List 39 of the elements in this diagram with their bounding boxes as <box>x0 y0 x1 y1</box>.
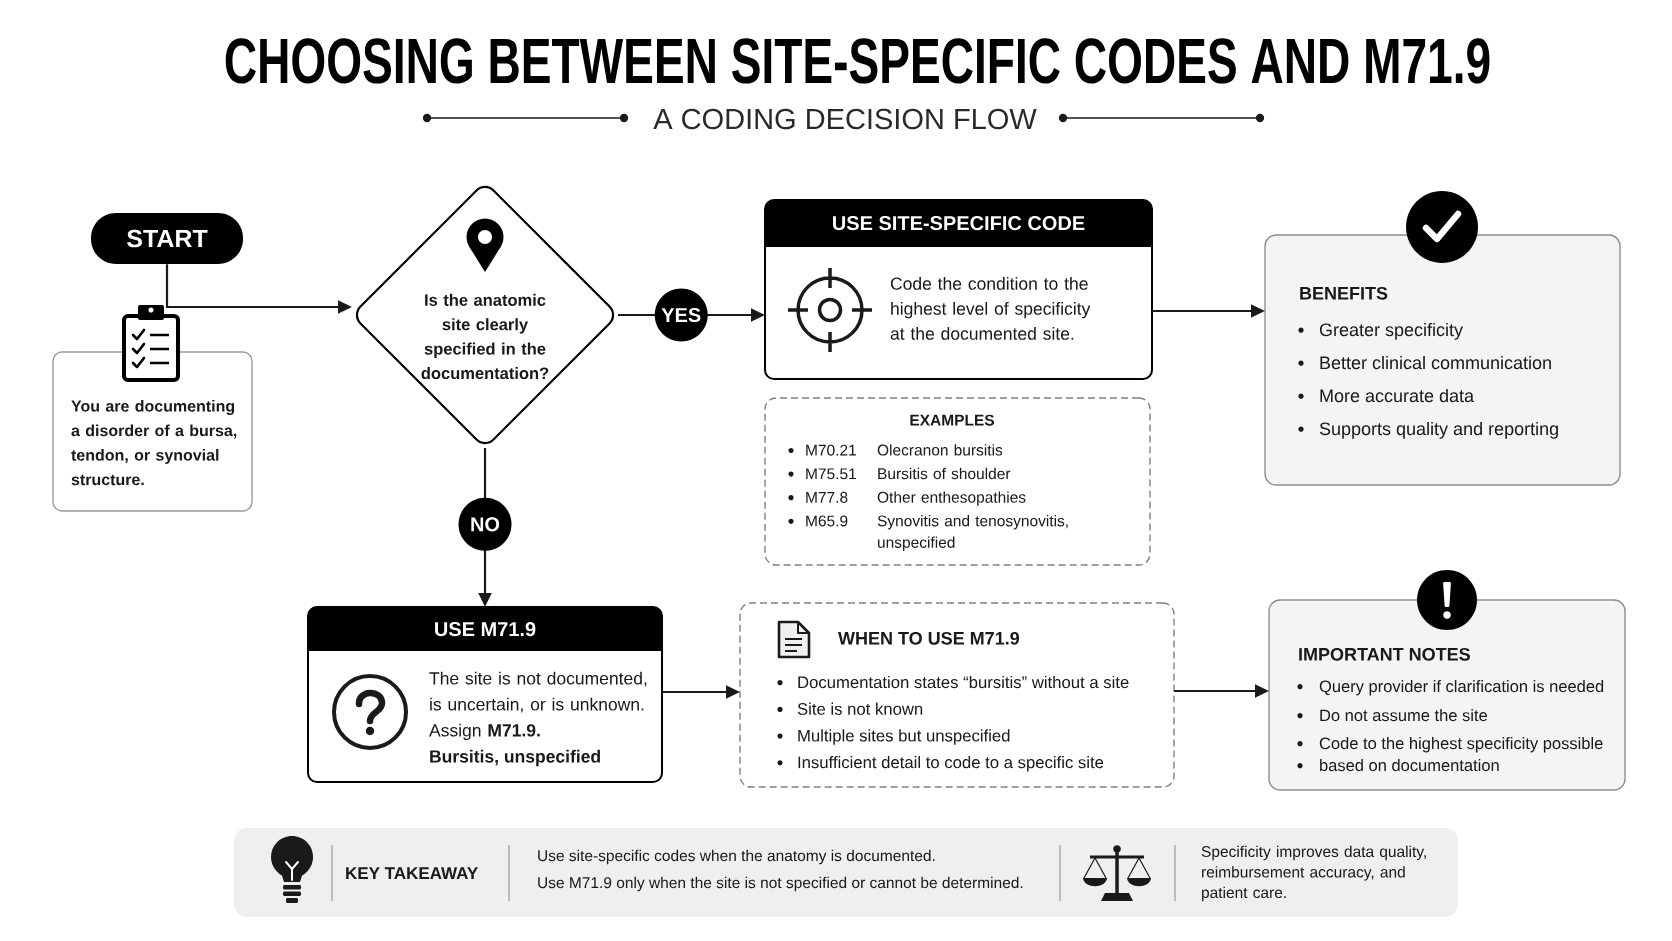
code-text: M70.21 <box>806 444 856 456</box>
list-item: More accurate data <box>1320 388 1475 403</box>
list-item: Supports quality and reporting <box>1319 421 1558 439</box>
box-heading: KEY TAKEAWAY <box>346 867 478 879</box>
body-text: Bursitis, unspecified <box>430 749 600 767</box>
code-text: M65.9 <box>806 515 848 527</box>
header-band: USE M71.9 <box>308 607 662 651</box>
body-text: Use site-specific codes when the anatomy is documented. <box>538 849 935 865</box>
box-heading: EXAMPLES <box>910 414 995 426</box>
list-item: Better clinical communication <box>1320 355 1551 370</box>
description-text: Olecranon bursitis <box>877 444 1003 456</box>
list-item: Do not assume the site <box>1320 709 1487 722</box>
body-text: Code the condition to the highest level of specificity at the documented site. <box>890 277 1091 340</box>
list-item: Code to the highest specificity possible <box>1319 737 1603 753</box>
box-heading: BENEFITS <box>1300 286 1388 300</box>
code-text: M75.51 <box>806 468 856 480</box>
description-text: Bursitis of shoulder <box>878 467 1011 480</box>
list-item: Multiple sites but unspecified <box>798 729 1010 745</box>
description-text: Other enthesopathies <box>877 491 1026 506</box>
box-heading: WHEN TO USE M71.9 <box>838 631 1020 645</box>
list-item: Query provider if clarification is needed <box>1319 680 1604 696</box>
list-item: Site is not known <box>797 702 923 715</box>
list-item: based on documentation <box>1320 759 1499 772</box>
start-terminal: START <box>91 213 243 264</box>
list-item: Documentation states “bursitis” without a site <box>798 675 1129 689</box>
note-box: You are documenting a disorder of a bursa, tendon, or synovial structure. <box>52 351 253 512</box>
body-text: Use M71.9 only when the site is not specified or cannot be determined. <box>538 876 1023 892</box>
box-heading: IMPORTANT NOTES <box>1299 647 1470 661</box>
header-band: USE SITE-SPECIFIC CODE <box>765 200 1152 247</box>
body-text: Specificity improves data quality, reimbursement accuracy, and patient care. <box>1201 845 1426 902</box>
code-text: M77.8 <box>806 491 848 503</box>
subtitle: A CODING DECISION FLOW <box>653 108 1037 130</box>
body-text: The site is not documented, is uncertain, or is unknown. Assign M71.9. <box>429 671 647 740</box>
list-item: Greater specificity <box>1319 322 1463 340</box>
list-item: Insufficient detail to code to a specific site <box>798 756 1104 772</box>
title: CHOOSING BETWEEN SITE-SPECIFIC CODES AND M71.9 <box>225 38 1490 84</box>
edge-label: YES <box>654 288 708 342</box>
description-text: Synovitis and tenosynovitis, unspecified <box>877 515 1068 551</box>
edge-label: NO <box>458 497 512 551</box>
